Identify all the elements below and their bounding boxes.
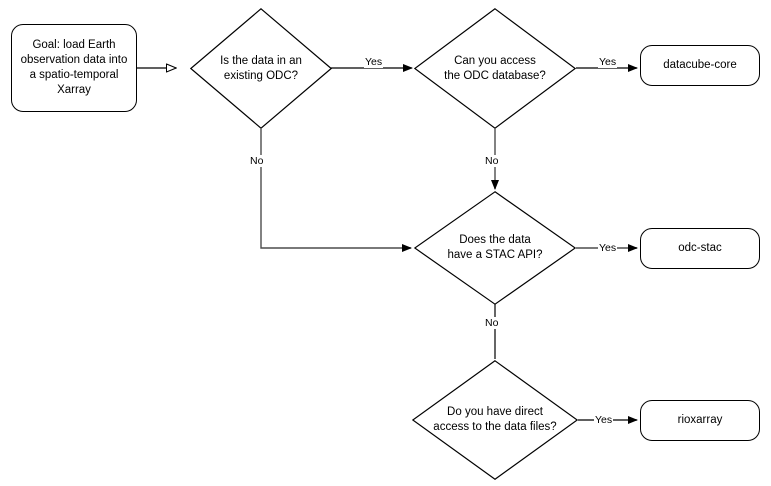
node-result-odc-stac-label: odc-stac (678, 242, 722, 254)
edge-label-odc-database-yes: Yes (598, 56, 618, 68)
edge-label-stac-api-no: No (484, 317, 500, 329)
node-result-datacube-core[interactable]: datacube-core (640, 45, 760, 86)
node-goal-label: Goal: load Earth observation data into a… (20, 39, 128, 96)
diamond-shape (412, 360, 578, 480)
edge-label-direct-access-yes: Yes (594, 414, 614, 426)
node-decision-stac-api[interactable]: Does the data have a STAC API? (414, 191, 576, 305)
edge-label-stac-api-yes: Yes (598, 242, 618, 254)
node-decision-direct-access[interactable]: Do you have direct access to the data fi… (412, 360, 578, 480)
diamond-shape (414, 191, 576, 305)
edge-label-odc-database-no: No (484, 155, 500, 167)
edge-existing-odc-no (260, 129, 412, 252)
edge-label-existing-odc-no: No (249, 155, 265, 167)
diamond-shape (190, 8, 332, 129)
node-decision-odc-database[interactable]: Can you access the ODC database? (414, 8, 576, 129)
node-result-datacube-core-label: datacube-core (663, 59, 737, 71)
node-result-rioxarray[interactable]: rioxarray (640, 400, 760, 441)
node-result-rioxarray-label: rioxarray (677, 414, 723, 426)
diamond-shape (414, 8, 576, 129)
node-goal[interactable]: Goal: load Earth observation data into a… (11, 24, 137, 112)
edge-label-existing-odc-yes: Yes (364, 56, 384, 68)
node-result-odc-stac[interactable]: odc-stac (640, 228, 760, 269)
node-decision-existing-odc[interactable]: Is the data in an existing ODC? (190, 8, 332, 129)
